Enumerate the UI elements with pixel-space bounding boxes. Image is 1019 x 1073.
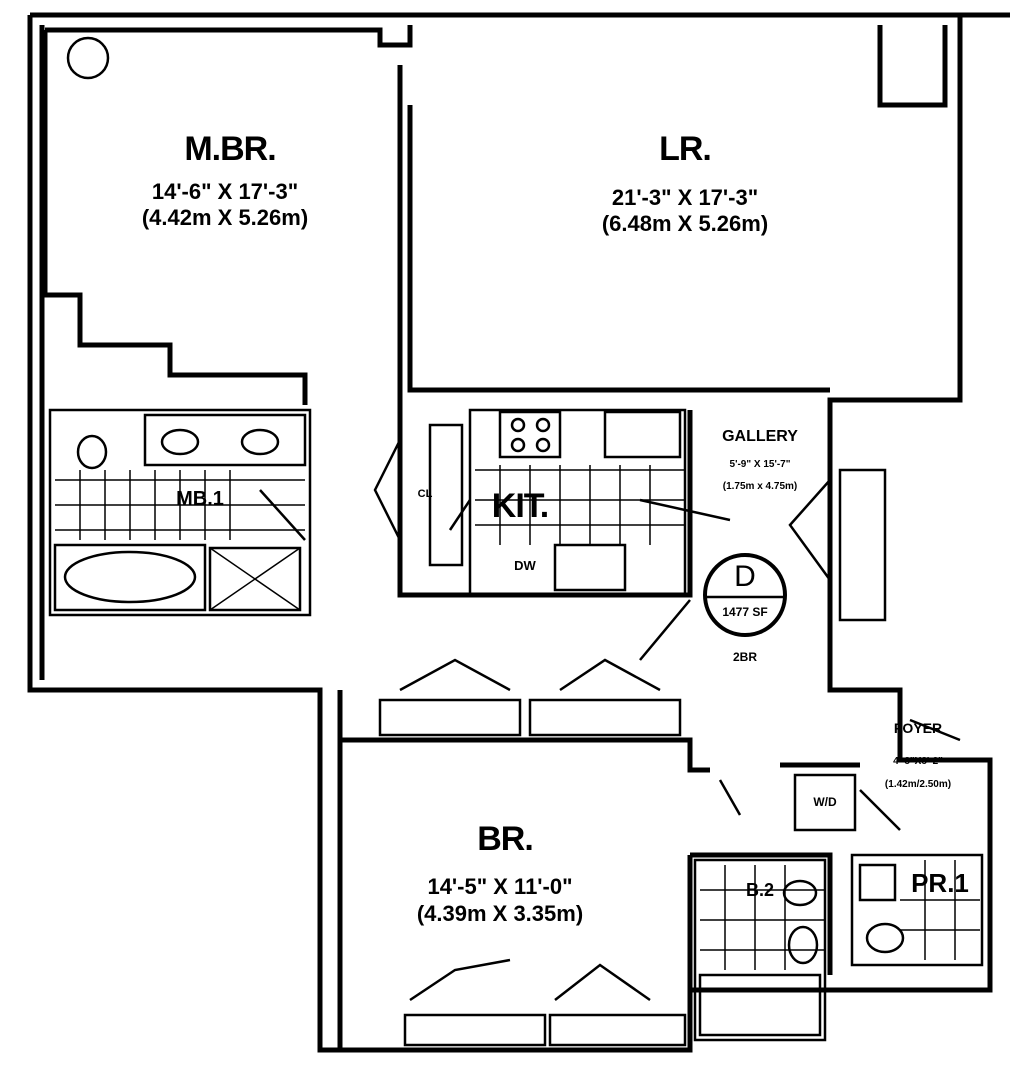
room-name-powder-room: PR.1 (911, 868, 969, 898)
room-name-master-bath: MB.1 (176, 488, 224, 510)
unit-marker (703, 553, 787, 637)
room-name-living-room: LR. (659, 130, 712, 168)
room-metric-living-room: (6.48m X 5.26m) (601, 211, 769, 236)
room-metric-bedroom: (4.39m X 3.35m) (416, 901, 584, 926)
room-name-bath-2: B.2 (745, 880, 775, 900)
room-metric-foyer: (1.42m/2.50m) (884, 779, 952, 790)
washer-dryer-label: W/D (813, 795, 837, 809)
unit-type: D (734, 560, 756, 593)
closet (403, 1013, 547, 1047)
washer-dryer (793, 773, 857, 832)
vanity (143, 413, 307, 467)
sink-icon (787, 925, 819, 965)
tile-grid (55, 470, 305, 540)
master-bedroom-wall (42, 30, 830, 598)
bathtub-basin (63, 550, 197, 604)
room-metric-master-bedroom: (4.42m X 5.26m) (141, 205, 309, 230)
column-marker (66, 36, 110, 80)
toilet-icon (865, 922, 905, 954)
sink-icon (240, 428, 280, 456)
room-name-bedroom: BR. (477, 820, 534, 858)
bedroom-wall (337, 690, 860, 1050)
bathtub (698, 973, 822, 1037)
room-dim-gallery: 5'-9" X 15'-7" (729, 459, 791, 470)
sink-icon (160, 428, 200, 456)
unit-bedrooms: 2BR (732, 650, 758, 664)
kitchen (468, 408, 687, 597)
door-swing (259, 439, 961, 831)
toilet-icon (76, 434, 108, 470)
bathtub (53, 543, 207, 612)
powder-room (850, 853, 984, 967)
room-dim-living-room: 21'-3" X 17'-3" (611, 185, 759, 210)
refrigerator (603, 410, 682, 459)
outer-wall-inner (39, 25, 948, 680)
room-name-kitchen: KIT. (491, 487, 549, 525)
unit-area: 1477 SF (722, 605, 768, 619)
closet (528, 698, 682, 737)
room-name-master-bedroom: M.BR. (184, 130, 276, 168)
closet (378, 698, 522, 737)
stove (498, 410, 562, 459)
room-name-gallery: GALLERY (722, 428, 798, 445)
room-name-foyer: FOYER (893, 720, 943, 736)
closet (838, 468, 887, 622)
room-dim-master-bedroom: 14'-6" X 17'-3" (151, 179, 299, 204)
closet (428, 423, 464, 567)
door-swing (399, 658, 661, 1002)
closet-label: CL (417, 488, 433, 500)
master-bath (48, 408, 312, 617)
shower (208, 546, 302, 612)
room-dim-bedroom: 14'-5" X 11'-0" (427, 874, 573, 899)
outer-wall (27, 12, 1010, 1053)
kitchen-sink (553, 543, 627, 592)
room-metric-gallery: (1.75m x 4.75m) (722, 481, 798, 492)
dishwasher-label: DW (514, 558, 536, 573)
toilet-icon (782, 879, 818, 907)
room-dim-foyer: 4'-8"X8'-2" (893, 756, 943, 767)
closet (548, 1013, 687, 1047)
sink-icon (858, 863, 897, 902)
